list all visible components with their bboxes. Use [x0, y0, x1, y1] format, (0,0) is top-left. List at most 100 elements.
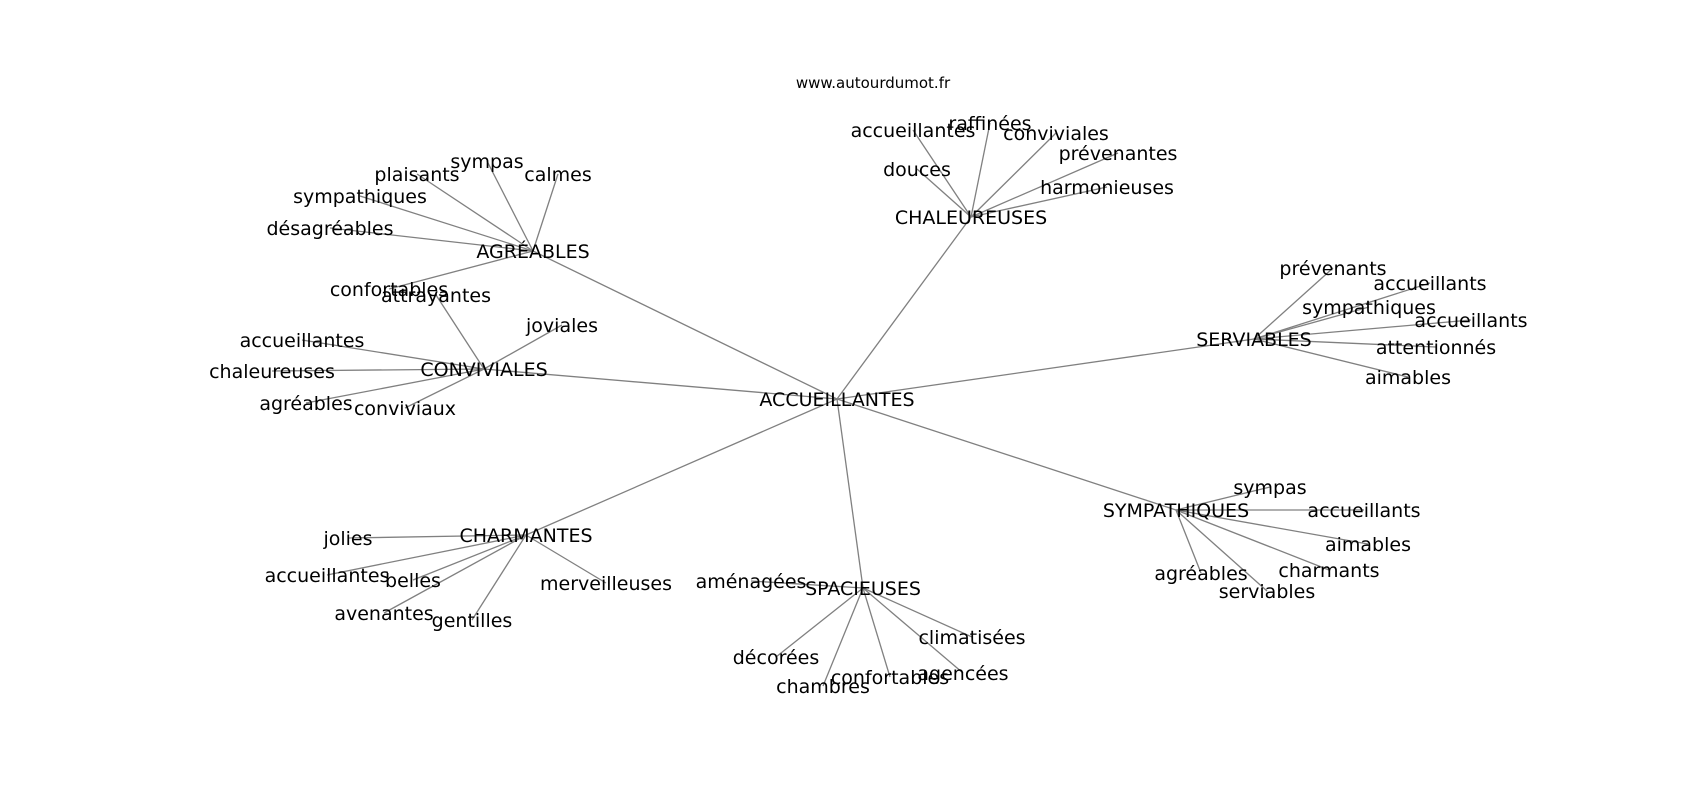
- edge-hub-to-leaf: [916, 168, 972, 218]
- edge-hub-to-leaf: [970, 132, 1057, 218]
- hub-node: SYMPATHIQUES: [1103, 500, 1249, 522]
- leaf-node: décorées: [733, 647, 820, 669]
- edge-hub-to-leaf: [862, 587, 964, 674]
- edge-hub-to-leaf: [1175, 509, 1369, 545]
- edge-hub-to-leaf: [388, 250, 534, 290]
- edge-hub-to-leaf: [525, 534, 607, 584]
- edge-hub-to-leaf: [1253, 267, 1334, 340]
- edge-hub-to-leaf: [305, 368, 485, 404]
- edge-root-to-hub: [836, 398, 864, 589]
- edge-hub-to-leaf: [1175, 509, 1268, 592]
- leaf-node: chaleureuses: [209, 361, 335, 383]
- edge-hub-to-leaf: [1175, 509, 1202, 574]
- edge-hub-to-leaf: [435, 294, 485, 370]
- leaf-node: raffinées: [948, 113, 1031, 135]
- leaf-node: chambres: [776, 676, 870, 698]
- hub-node: SPACIEUSES: [805, 578, 921, 600]
- leaf-node: harmonieuses: [1040, 177, 1174, 199]
- leaf-node: sympas: [1233, 477, 1306, 499]
- edge-hub-to-leaf: [970, 186, 1108, 218]
- edge-hub-to-leaf: [383, 534, 527, 614]
- edge-hub-to-leaf: [416, 173, 534, 252]
- edge-hub-to-leaf: [970, 122, 991, 218]
- leaf-node: accueillantes: [851, 120, 976, 142]
- hub-node: CHARMANTES: [459, 525, 592, 547]
- leaf-node: avenantes: [334, 603, 433, 625]
- leaf-node: accueillantes: [240, 330, 365, 352]
- leaf-node: belles: [385, 570, 441, 592]
- edge-hub-to-leaf: [532, 173, 559, 252]
- edge-hub-to-leaf: [1175, 486, 1271, 511]
- leaf-node: agencées: [917, 663, 1008, 685]
- edge-hub-to-leaf: [404, 368, 485, 409]
- leaf-node: calmes: [524, 164, 591, 186]
- leaf-node: douces: [883, 159, 951, 181]
- leaf-node: sympathiques: [1302, 297, 1436, 319]
- edge-hub-to-leaf: [1253, 338, 1409, 378]
- leaf-node: attentionnés: [1376, 337, 1496, 359]
- edge-hub-to-leaf: [970, 152, 1119, 218]
- leaf-node: gentilles: [432, 610, 513, 632]
- edge-hub-to-leaf: [862, 587, 973, 638]
- edge-hub-to-leaf: [822, 587, 864, 687]
- edge-root-to-hub: [836, 216, 972, 400]
- leaf-node: plaisants: [374, 164, 459, 186]
- edge-hub-to-leaf: [347, 534, 527, 539]
- edge-hub-to-leaf: [329, 227, 534, 252]
- edge-layer: [271, 122, 1472, 687]
- leaf-node: attrayantes: [381, 285, 491, 307]
- edge-hub-to-leaf: [862, 587, 891, 678]
- edge-root-to-hub: [836, 398, 1177, 511]
- hub-node: CHALEUREUSES: [895, 207, 1047, 229]
- leaf-node: désagréables: [266, 218, 393, 240]
- leaf-node: sympas: [450, 151, 523, 173]
- edge-hub-to-leaf: [486, 160, 534, 252]
- leaf-node: agréables: [1154, 563, 1247, 585]
- edge-root-to-hub: [525, 398, 838, 536]
- leaf-node: prévenants: [1279, 258, 1386, 280]
- hub-node: AGRÉABLES: [476, 240, 589, 263]
- leaf-node: aménagées: [696, 571, 807, 593]
- leaf-node: charmants: [1278, 560, 1379, 582]
- hub-node: SERVIABLES: [1196, 329, 1312, 351]
- edge-hub-to-leaf: [483, 324, 563, 370]
- leaf-node: aimables: [1325, 534, 1411, 556]
- leaf-node: serviables: [1219, 581, 1316, 603]
- leaf-node: aimables: [1365, 367, 1451, 389]
- edge-hub-to-leaf: [326, 534, 527, 576]
- edge-hub-to-leaf: [1253, 282, 1431, 340]
- edge-root-to-hub: [532, 250, 838, 400]
- label-layer: ACCUEILLANTESAGRÉABLESsympascalmesplaisa…: [209, 113, 1527, 698]
- leaf-node: merveilleuses: [540, 573, 672, 595]
- leaf-node: sympathiques: [293, 186, 427, 208]
- leaf-node: conviviaux: [354, 398, 456, 420]
- leaf-node: accueillants: [1414, 310, 1527, 332]
- edge-hub-to-leaf: [271, 368, 485, 372]
- edge-hub-to-leaf: [1253, 319, 1472, 340]
- leaf-node: prévenantes: [1059, 143, 1178, 165]
- leaf-node: conviviales: [1003, 123, 1109, 145]
- edge-hub-to-leaf: [359, 195, 534, 252]
- edge-hub-to-leaf: [1175, 509, 1330, 571]
- leaf-node: agréables: [259, 393, 352, 415]
- leaf-node: confortables: [831, 667, 949, 689]
- leaf-node: accueillants: [1373, 273, 1486, 295]
- leaf-node: climatisées: [918, 627, 1025, 649]
- leaf-node: accueillantes: [265, 565, 390, 587]
- leaf-node: confortables: [330, 279, 448, 301]
- root-node: ACCUEILLANTES: [759, 389, 914, 411]
- hub-node: CONVIVIALES: [420, 359, 547, 381]
- edge-hub-to-leaf: [412, 534, 527, 581]
- leaf-node: accueillants: [1307, 500, 1420, 522]
- edge-hub-to-leaf: [301, 339, 485, 370]
- edge-root-to-hub: [836, 338, 1255, 400]
- edge-hub-to-leaf: [912, 129, 972, 218]
- leaf-node: jolies: [322, 528, 372, 550]
- edge-hub-to-leaf: [775, 587, 864, 658]
- edge-hub-to-leaf: [750, 580, 864, 589]
- edge-root-to-hub: [483, 368, 838, 400]
- edge-hub-to-leaf: [471, 534, 527, 621]
- edge-hub-to-leaf: [1253, 338, 1437, 348]
- edge-hub-to-leaf: [1253, 306, 1370, 340]
